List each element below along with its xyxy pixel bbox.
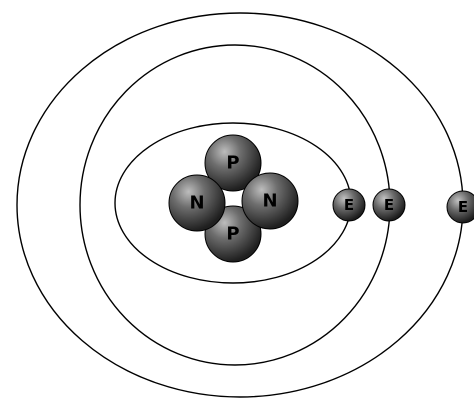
nucleus: P P N N: [168, 134, 299, 263]
neutron-right: N: [241, 172, 299, 230]
proton-top: P: [204, 134, 262, 192]
neutron-left: N: [168, 174, 226, 232]
neutron-label: N: [262, 191, 277, 212]
electron-label: E: [458, 198, 468, 216]
electron-middle: E: [372, 188, 406, 222]
electron-outer: E: [446, 190, 474, 224]
electron-label: E: [344, 196, 354, 214]
proton-label: P: [226, 153, 239, 174]
neutron-label: N: [189, 193, 204, 214]
electron-inner: E: [332, 188, 366, 222]
electron-label: E: [384, 196, 394, 214]
proton-label: P: [226, 224, 239, 245]
